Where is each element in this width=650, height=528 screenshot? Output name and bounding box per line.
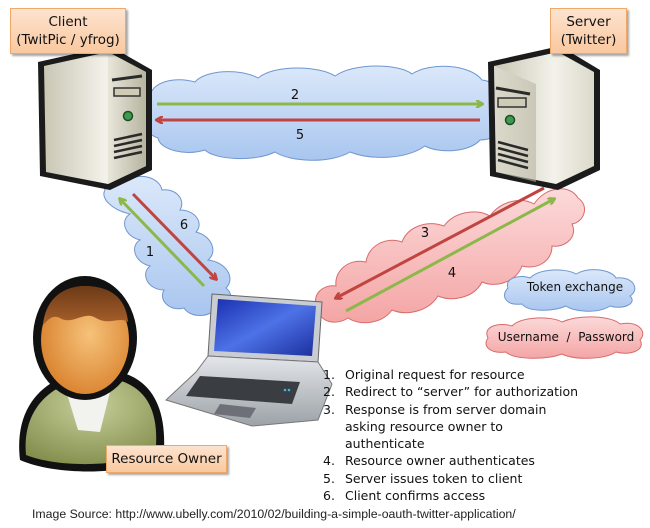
step-number: 2. xyxy=(323,384,335,400)
step-text: Resource owner authenticates xyxy=(345,453,535,469)
resource-owner-label: Resource Owner xyxy=(106,445,227,473)
server-label-subtitle: (Twitter) xyxy=(560,32,617,48)
step-number: 5. xyxy=(323,470,335,486)
client-label: Client (TwitPic / yfrog) xyxy=(10,8,126,54)
step-item: 3. Response is from server domain asking … xyxy=(323,401,595,453)
step-text: Original request for resource xyxy=(345,367,525,382)
client-server-icon xyxy=(38,46,152,190)
resource-owner-icon xyxy=(19,276,165,472)
client-label-title: Client xyxy=(48,14,88,30)
step-item: 2. Redirect to “server” for authorization xyxy=(323,383,595,400)
step-number: 4. xyxy=(323,453,335,469)
step-item: 5. Server issues token to client xyxy=(323,470,595,487)
step-text: Server issues token to client xyxy=(345,470,523,486)
step-text: Response is from server domain asking re… xyxy=(345,401,547,452)
step-text: Redirect to “server” for authorization xyxy=(345,384,579,400)
arrow-step-4-label: 4 xyxy=(448,266,456,281)
step-number: 3. xyxy=(323,401,335,417)
server-tower-icon xyxy=(488,46,600,190)
arrow-step-2-label: 2 xyxy=(291,88,299,103)
steps-list: 1. Original request for resource 2. Redire… xyxy=(323,366,595,504)
step-number: 6. xyxy=(323,488,335,504)
arrow-step-6 xyxy=(131,192,216,279)
laptop-icon xyxy=(165,293,333,427)
resource-owner-label-text: Resource Owner xyxy=(111,451,222,467)
arrow-step-4 xyxy=(345,199,554,313)
legend-credentials-cloud: Username / Password xyxy=(485,316,644,359)
client-label-subtitle: (TwitPic / yfrog) xyxy=(16,32,120,48)
step-item: 1. Original request for resource xyxy=(323,366,595,383)
arrows-layer: 1 2 3 4 5 6 xyxy=(120,88,554,313)
arrow-step-5-label: 5 xyxy=(296,128,304,143)
arrow-step-3 xyxy=(336,186,545,298)
step-item: 6. Client confirms access xyxy=(323,487,595,504)
legend-username-password-label: Username / Password xyxy=(498,330,635,344)
image-source-caption: Image Source: http://www.ubelly.com/2010… xyxy=(32,507,516,521)
server-label: Server (Twitter) xyxy=(550,8,627,54)
step-text: Client confirms access xyxy=(345,488,486,504)
legend-token-cloud: Token exchange xyxy=(504,269,636,312)
server-label-title: Server xyxy=(566,14,611,30)
legend-token-exchange-label: Token exchange xyxy=(526,280,623,294)
arrow-step-1-label: 1 xyxy=(146,245,154,260)
arrow-step-6-label: 6 xyxy=(180,218,188,233)
step-item: 4. Resource owner authenticates xyxy=(323,452,595,469)
token-cloud-top xyxy=(142,65,504,161)
arrow-step-3-label: 3 xyxy=(421,226,429,241)
step-number: 1. xyxy=(323,367,335,382)
arrow-step-1 xyxy=(120,199,206,288)
